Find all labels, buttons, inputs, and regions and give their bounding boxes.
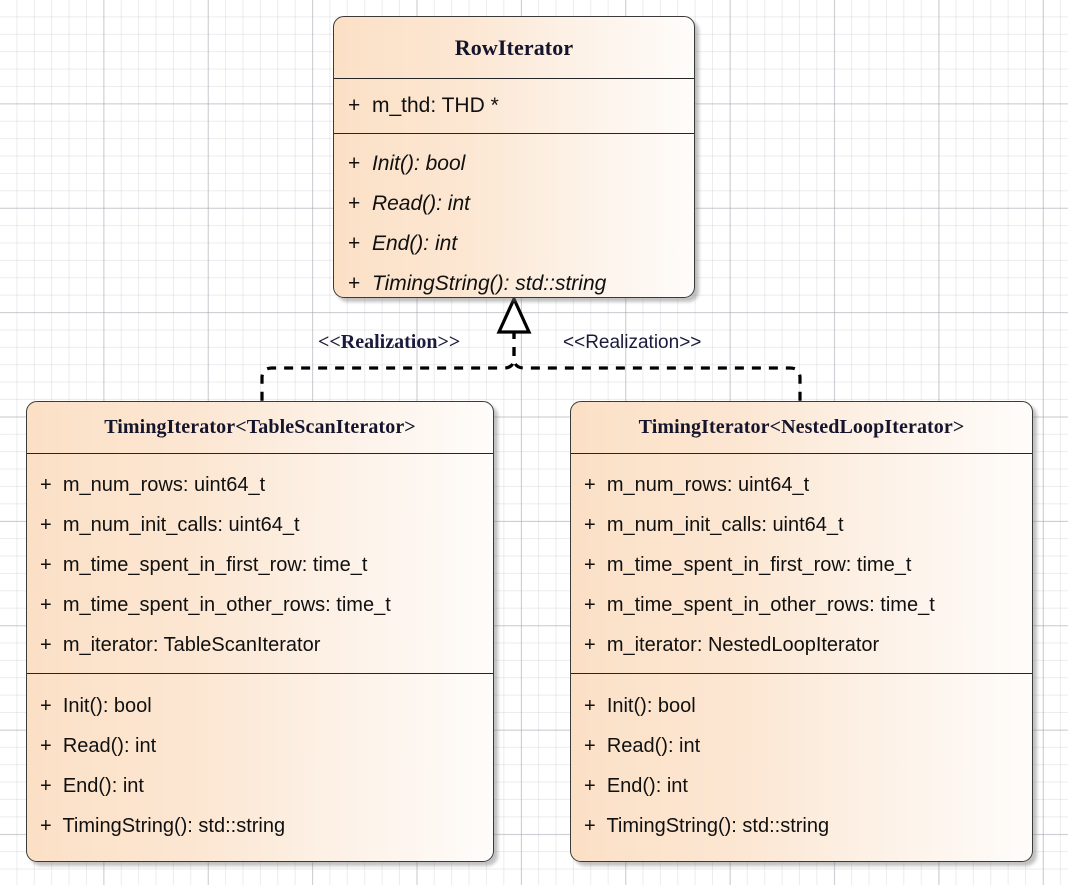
attribute-signature: m_thd: THD * xyxy=(371,94,499,117)
operation-row: + Read(): int xyxy=(334,184,694,224)
visibility-marker: + xyxy=(584,815,602,837)
visibility-marker: + xyxy=(584,474,602,496)
operation-row: + End(): int xyxy=(571,766,1032,806)
operation-signature: TimingString(): std::string xyxy=(62,815,286,837)
attribute-signature: m_time_spent_in_first_row: time_t xyxy=(606,554,912,576)
visibility-marker: + xyxy=(348,272,367,295)
attribute-row: + m_num_init_calls: uint64_t xyxy=(27,505,493,545)
attribute-row: + m_time_spent_in_other_rows: time_t xyxy=(571,585,1032,625)
operation-signature: End(): int xyxy=(606,775,688,797)
operation-signature: Read(): int xyxy=(371,192,470,215)
operation-row: + TimingString(): std::string xyxy=(27,806,493,846)
operation-signature: TimingString(): std::string xyxy=(371,272,607,295)
visibility-marker: + xyxy=(348,192,367,215)
operations-compartment-timing-nestedloop: + Init(): bool + Read(): int + End(): in… xyxy=(571,674,1032,846)
operation-signature: Init(): bool xyxy=(62,695,152,717)
operation-signature: Read(): int xyxy=(62,735,157,757)
operation-row: + End(): int xyxy=(27,766,493,806)
visibility-marker: + xyxy=(40,735,58,757)
visibility-marker: + xyxy=(584,775,602,797)
visibility-marker: + xyxy=(40,634,58,656)
operation-signature: Init(): bool xyxy=(371,152,466,175)
operation-signature: TimingString(): std::string xyxy=(606,815,830,837)
class-title-timing-nestedloop: TimingIterator<NestedLoopIterator> xyxy=(638,416,965,438)
visibility-marker: + xyxy=(584,514,602,536)
attribute-signature: m_num_rows: uint64_t xyxy=(62,474,266,496)
class-box-timing-tablescan[interactable]: TimingIterator<TableScanIterator> + m_nu… xyxy=(26,401,494,862)
attribute-signature: m_time_spent_in_other_rows: time_t xyxy=(606,594,935,616)
visibility-marker: + xyxy=(584,695,602,717)
attribute-row: + m_time_spent_in_first_row: time_t xyxy=(571,545,1032,585)
visibility-marker: + xyxy=(584,554,602,576)
attribute-row: + m_iterator: NestedLoopIterator xyxy=(571,625,1032,665)
attributes-compartment-rowiterator: + m_thd: THD * xyxy=(334,79,694,133)
operation-signature: End(): int xyxy=(62,775,144,797)
attribute-signature: m_time_spent_in_other_rows: time_t xyxy=(62,594,391,616)
attribute-row: + m_num_rows: uint64_t xyxy=(27,465,493,505)
visibility-marker: + xyxy=(40,514,58,536)
compartment-divider xyxy=(334,133,694,134)
class-box-timing-nestedloop[interactable]: TimingIterator<NestedLoopIterator> + m_n… xyxy=(570,401,1033,862)
realization-label-left: <<Realization>> xyxy=(318,331,461,353)
operation-signature: End(): int xyxy=(371,232,458,255)
compartment-divider xyxy=(27,673,493,674)
attribute-signature: m_num_rows: uint64_t xyxy=(606,474,810,496)
operation-row: + Read(): int xyxy=(571,726,1032,766)
visibility-marker: + xyxy=(40,594,58,616)
attributes-compartment-timing-tablescan: + m_num_rows: uint64_t + m_num_init_call… xyxy=(27,454,493,673)
operation-signature: Read(): int xyxy=(606,735,701,757)
operations-compartment-rowiterator: + Init(): bool + Read(): int + End(): in… xyxy=(334,134,694,297)
attributes-compartment-timing-nestedloop: + m_num_rows: uint64_t + m_num_init_call… xyxy=(571,454,1032,673)
attribute-signature: m_num_init_calls: uint64_t xyxy=(606,514,844,536)
operation-row: + Read(): int xyxy=(27,726,493,766)
class-title-rowiterator: RowIterator xyxy=(454,35,574,60)
attribute-signature: m_iterator: NestedLoopIterator xyxy=(606,634,880,656)
class-title-timing-tablescan: TimingIterator<TableScanIterator> xyxy=(104,416,416,438)
visibility-marker: + xyxy=(584,634,602,656)
attribute-row: + m_num_init_calls: uint64_t xyxy=(571,505,1032,545)
visibility-marker: + xyxy=(348,232,367,255)
attribute-row: + m_thd: THD * xyxy=(334,86,694,126)
compartment-divider xyxy=(571,673,1032,674)
operation-row: + TimingString(): std::string xyxy=(334,264,694,297)
operation-row: + Init(): bool xyxy=(334,144,694,184)
compartment-divider xyxy=(27,453,493,454)
visibility-marker: + xyxy=(584,735,602,757)
attribute-signature: m_iterator: TableScanIterator xyxy=(62,634,321,656)
compartment-divider xyxy=(334,78,694,79)
visibility-marker: + xyxy=(40,815,58,837)
visibility-marker: + xyxy=(584,594,602,616)
visibility-marker: + xyxy=(40,554,58,576)
attribute-row: + m_num_rows: uint64_t xyxy=(571,465,1032,505)
operation-signature: Init(): bool xyxy=(606,695,696,717)
attribute-row: + m_iterator: TableScanIterator xyxy=(27,625,493,665)
visibility-marker: + xyxy=(40,695,58,717)
visibility-marker: + xyxy=(348,152,367,175)
visibility-marker: + xyxy=(40,474,58,496)
operations-compartment-timing-tablescan: + Init(): bool + Read(): int + End(): in… xyxy=(27,674,493,846)
class-box-rowiterator[interactable]: RowIterator + m_thd: THD * + Init(): boo… xyxy=(333,16,695,298)
attribute-row: + m_time_spent_in_other_rows: time_t xyxy=(27,585,493,625)
operation-row: + TimingString(): std::string xyxy=(571,806,1032,846)
visibility-marker: + xyxy=(40,775,58,797)
operation-row: + End(): int xyxy=(334,224,694,264)
compartment-divider xyxy=(571,453,1032,454)
operation-row: + Init(): bool xyxy=(27,686,493,726)
attribute-signature: m_time_spent_in_first_row: time_t xyxy=(62,554,368,576)
realization-label-right: <<Realization>> xyxy=(563,332,702,353)
attribute-signature: m_num_init_calls: uint64_t xyxy=(62,514,300,536)
attribute-row: + m_time_spent_in_first_row: time_t xyxy=(27,545,493,585)
visibility-marker: + xyxy=(348,94,367,117)
operation-row: + Init(): bool xyxy=(571,686,1032,726)
